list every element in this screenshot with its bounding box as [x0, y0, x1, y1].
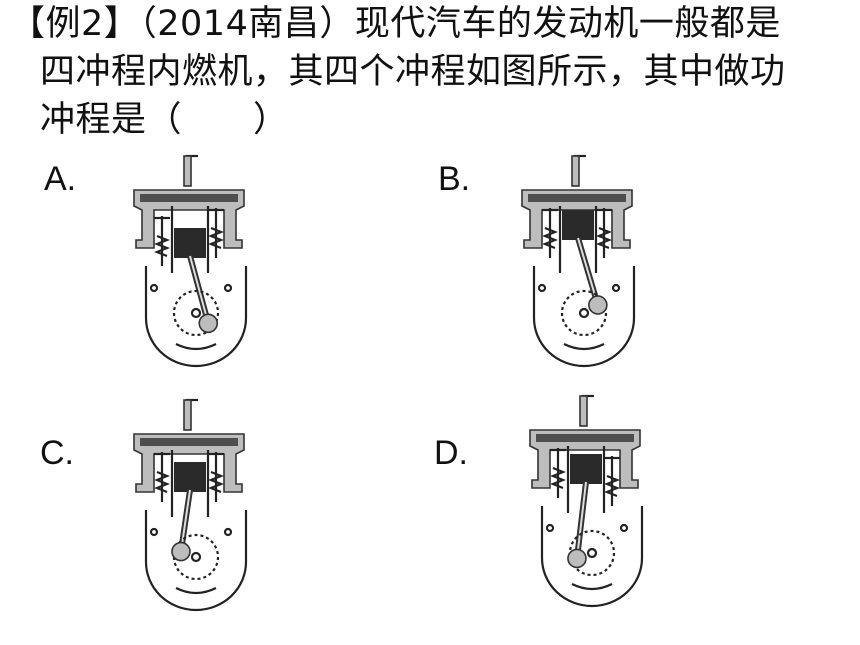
- intake-valve-spring: [542, 226, 558, 250]
- rotation-arrow: [571, 583, 613, 591]
- crankcase: [540, 506, 644, 608]
- crank-circle: [560, 289, 608, 337]
- piston: [570, 454, 602, 484]
- option-b-label[interactable]: B.: [438, 160, 471, 198]
- spark-plug: [579, 395, 588, 427]
- crankcase: [144, 266, 248, 368]
- exhaust-valve-spring: [208, 470, 224, 494]
- rotation-arrow: [563, 343, 605, 351]
- spark-plug: [183, 399, 192, 431]
- engine-diagram-d[interactable]: [520, 388, 660, 608]
- engine-diagram-a[interactable]: [124, 148, 264, 368]
- question-line-2: 四冲程内燃机，其四个冲程如图所示，其中做功: [40, 52, 786, 92]
- crankcase: [144, 510, 248, 612]
- question-line-3: 冲程是（ ）: [40, 100, 289, 140]
- option-d-label[interactable]: D.: [434, 434, 468, 472]
- engine-diagram-b[interactable]: [512, 148, 652, 368]
- crank-circle: [172, 289, 220, 337]
- rotation-arrow: [175, 343, 217, 351]
- crank-pin: [588, 295, 608, 315]
- engine-diagram-c[interactable]: [124, 392, 264, 612]
- option-c-label[interactable]: C.: [40, 434, 74, 472]
- crank-pin: [567, 548, 587, 569]
- piston: [174, 462, 206, 492]
- crank-pin: [171, 541, 191, 562]
- piston: [174, 228, 206, 258]
- cylinder-head: [529, 429, 641, 489]
- option-a-label[interactable]: A.: [44, 160, 77, 198]
- spark-plug: [183, 155, 192, 187]
- intake-valve-spring: [154, 234, 170, 258]
- rotation-arrow: [175, 587, 217, 595]
- crankcase: [532, 266, 636, 368]
- crank-pin: [198, 313, 219, 334]
- question-line-1: 【例2】（2014南昌）现代汽车的发动机一般都是: [10, 4, 781, 44]
- exhaust-valve-spring: [604, 474, 620, 498]
- spark-plug: [571, 155, 580, 187]
- piston: [562, 210, 594, 240]
- intake-valve-spring: [154, 470, 170, 494]
- intake-valve-spring: [550, 466, 566, 490]
- exhaust-valve-spring: [208, 226, 224, 250]
- exhaust-valve-spring: [596, 226, 612, 250]
